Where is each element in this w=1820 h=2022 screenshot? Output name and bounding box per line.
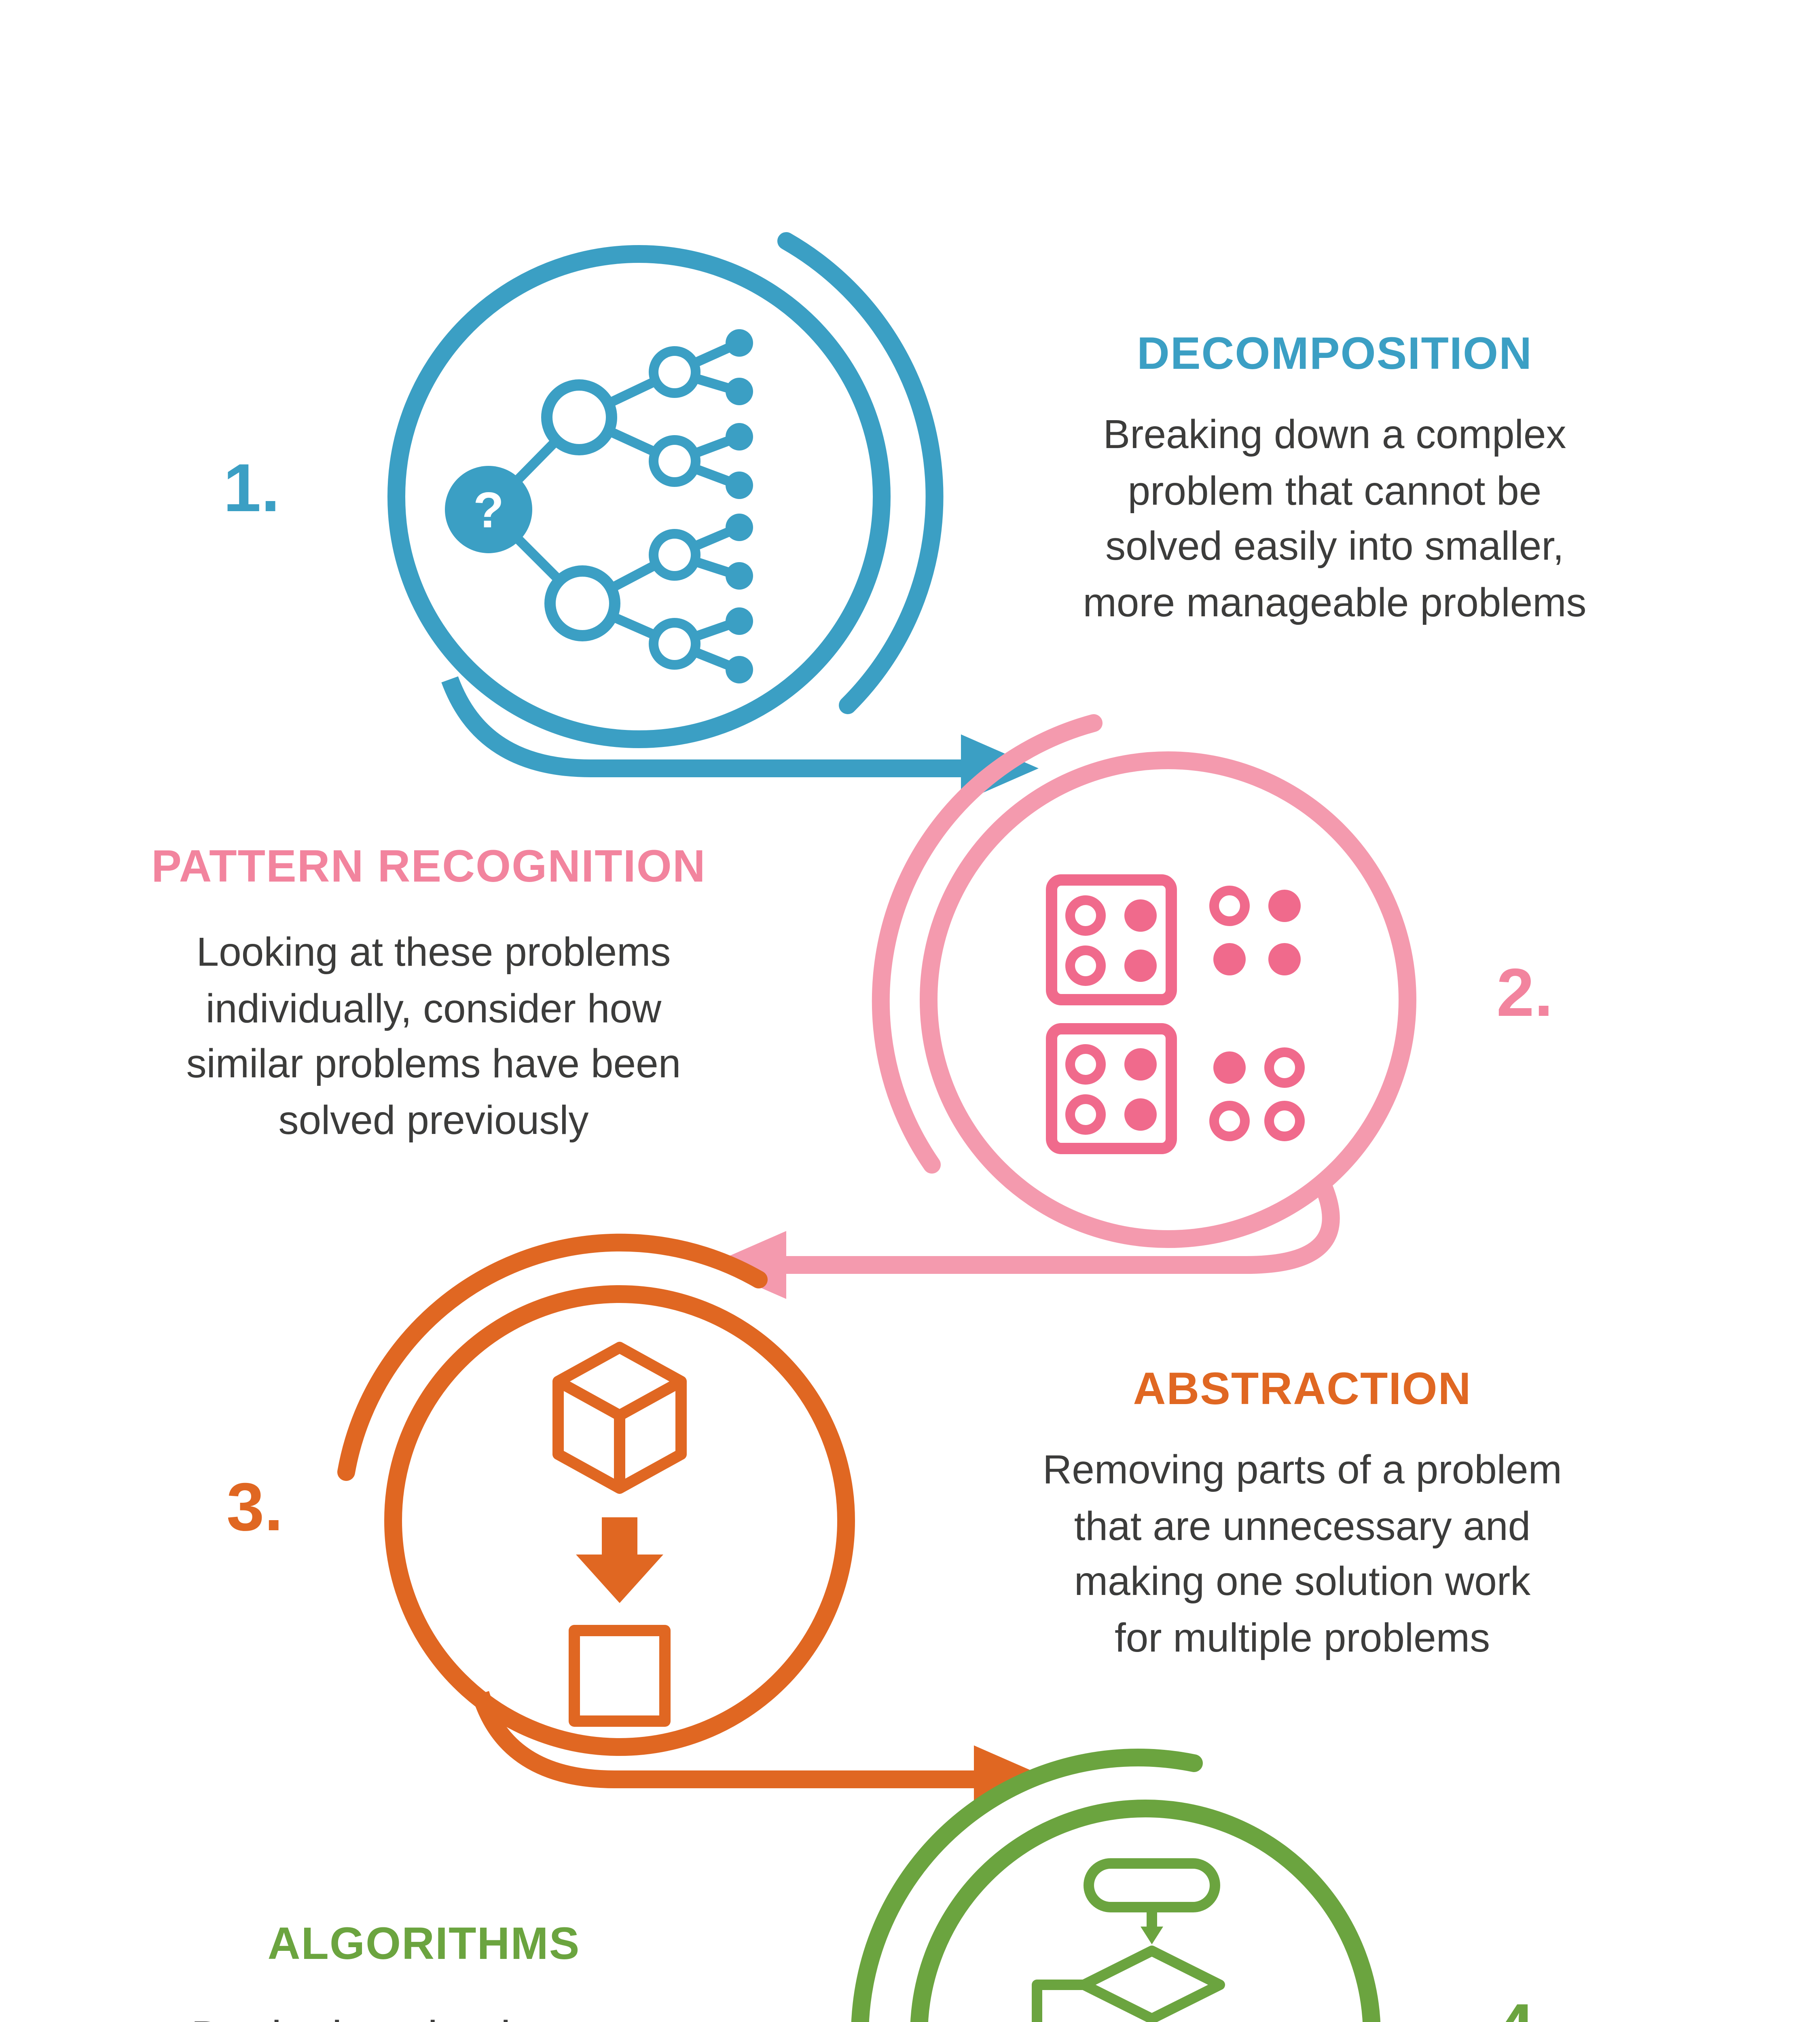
- step2-number: 2.: [1496, 954, 1553, 1030]
- step1-outer-arc: [777, 232, 944, 714]
- flowchart-loop-line: [1032, 1980, 1084, 2022]
- step4-graphic: [851, 1749, 1380, 2022]
- step1-number: 1.: [223, 450, 280, 526]
- step3-ring: [384, 1285, 855, 1756]
- step2-ring: [920, 751, 1416, 1248]
- step2-title: PATTERN RECOGNITION: [151, 841, 706, 891]
- flowchart-arrowhead-1: [1141, 1927, 1163, 1944]
- step3-arrow-line: [472, 1691, 980, 1788]
- tree-leaf-dots: [726, 329, 753, 683]
- step1-arrow-line: [441, 676, 967, 777]
- step3-title: ABSTRACTION: [1133, 1364, 1472, 1414]
- question-mark: ?: [473, 482, 504, 538]
- abstraction-cube-icon: [552, 1342, 687, 1727]
- flowchart-terminator-top: [1084, 1858, 1220, 1912]
- flowchart-decision-diamond: [1079, 1946, 1225, 2022]
- step2-graphic: [709, 714, 1416, 1299]
- step2-description: Looking at these problems individually, …: [186, 930, 681, 1143]
- step3-outer-arc: [337, 1233, 768, 1481]
- abstraction-down-arrow: [576, 1517, 663, 1603]
- algorithm-flowchart-icon: [1032, 1858, 1225, 2022]
- step4-outer-arc: [851, 1749, 1203, 2022]
- step1-description: Breaking down a complex problem that can…: [1083, 412, 1587, 625]
- step4-ring: [910, 1800, 1380, 2022]
- step3-graphic: [337, 1233, 1052, 1813]
- step4-number: 4.: [1496, 1990, 1553, 2022]
- step1-graphic: ?: [387, 232, 1039, 802]
- step4-description: Designing simple steps or rules to solve…: [116, 2006, 731, 2022]
- abstraction-square: [569, 1625, 671, 1727]
- step3-number: 3.: [226, 1469, 284, 1545]
- pattern-ring-dots: [1065, 886, 1305, 1141]
- pattern-recognition-dice-icon: [1046, 874, 1305, 1154]
- step1-title: DECOMPOSITION: [1136, 328, 1532, 379]
- step1-ring: [387, 245, 891, 748]
- question-node: [445, 466, 532, 553]
- step3-description: Removing parts of a problem that are unn…: [1043, 1448, 1562, 1660]
- step4-title: ALGORITHMS: [267, 1918, 580, 1969]
- pattern-filled-dots: [1124, 890, 1301, 1131]
- decomposition-tree-icon: ?: [445, 329, 753, 683]
- step2-outer-arc: [872, 714, 1103, 1174]
- step2-arrow-line: [783, 1178, 1340, 1274]
